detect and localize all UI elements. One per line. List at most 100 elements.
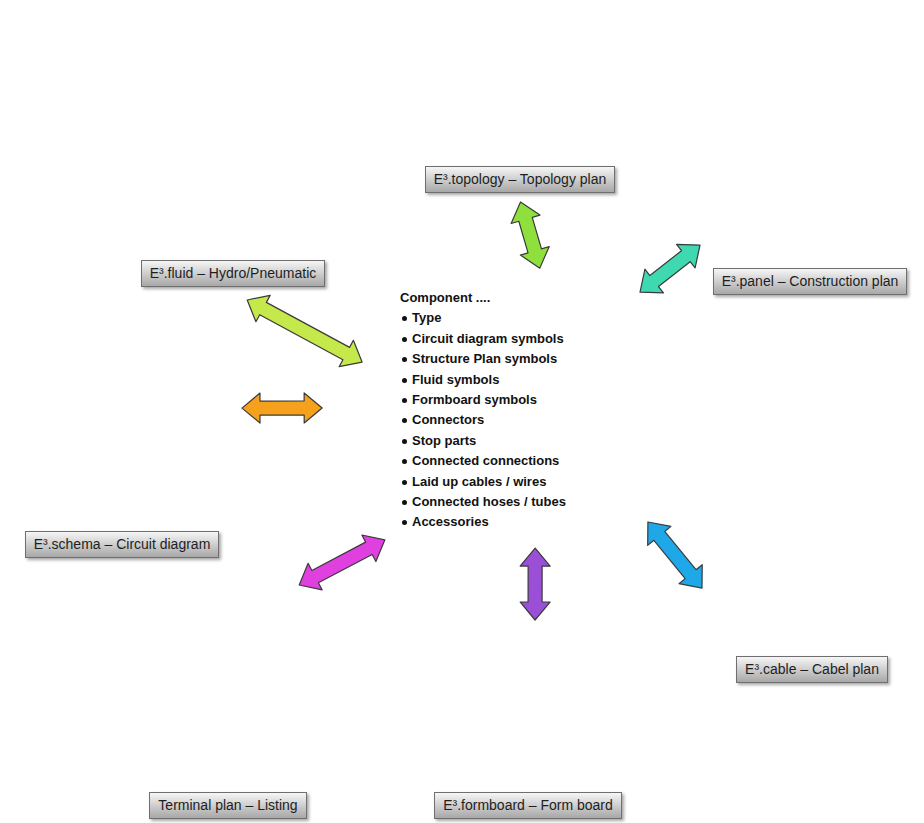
topology-thumbnail-part	[550, 39, 574, 49]
bullet-dot	[402, 459, 407, 464]
terminal-thumbnail-part	[252, 611, 280, 625]
teal-ellipse	[487, 310, 703, 430]
fluid-thumbnail-part	[195, 182, 217, 194]
component-ellipse: Component ....TypeCircuit diagram symbol…	[260, 266, 724, 570]
formboard-thumbnail-part	[421, 626, 634, 632]
list-item: Connected hoses / tubes	[400, 492, 566, 512]
cable-thumbnail-part	[857, 550, 891, 590]
topology-thumbnail-part	[555, 125, 619, 147]
list-item: Formboard symbols	[400, 390, 566, 410]
formboard-thumbnail-part	[426, 775, 629, 785]
topology-thumbnail-part	[415, 21, 424, 153]
topology-thumbnail-part	[409, 11, 632, 17]
module-panel: E³.cable – Cabel plan	[702, 458, 921, 692]
terminal-thumbnail-part	[121, 600, 334, 784]
fluid-thumbnail-part	[158, 175, 172, 189]
schema-thumbnail-part	[133, 423, 141, 431]
bullet-dot	[402, 316, 407, 321]
block-arrow	[299, 535, 385, 590]
formboard-thumbnail-part	[539, 710, 555, 718]
list-item: Structure Plan symbols	[400, 349, 566, 369]
panel-thumbnail-part	[717, 113, 801, 249]
topology-thumbnail-part	[561, 127, 613, 145]
panel-thumbnail-part	[815, 119, 907, 247]
label-holder: Terminal plan – Listing	[149, 792, 306, 819]
panel-thumbnail-part	[849, 141, 857, 159]
label-holder: E³.panel – Construction plan	[713, 268, 908, 295]
panel-thumbnail-part	[725, 127, 793, 241]
schema-thumbnail-part	[16, 502, 229, 520]
fluid-thumbnail-part	[249, 160, 261, 170]
panel-thumbnail-part	[825, 141, 833, 159]
formboard-thumbnail-part	[487, 662, 547, 710]
bullet-dot	[402, 520, 407, 525]
formboard-thumbnail	[417, 622, 638, 788]
terminal-thumbnail-part	[130, 635, 326, 775]
bullet-dot	[402, 480, 407, 485]
terminal-thumbnail-part	[212, 661, 220, 664]
label-holder: E³.fluid – Hydro/Pneumatic	[141, 260, 326, 287]
topology-thumbnail-part	[491, 102, 589, 132]
fluid-thumbnail	[115, 62, 325, 257]
terminal-thumbnail-part	[112, 587, 343, 787]
topology-thumbnail-part	[545, 33, 579, 99]
lime-ellipse	[335, 272, 585, 392]
formboard-thumbnail-part	[447, 722, 507, 726]
hub-outline	[262, 268, 722, 568]
label-holder: E³.schema – Circuit diagram	[25, 531, 220, 558]
cable-thumbnail-part	[707, 460, 917, 648]
terminal-thumbnail-part	[116, 591, 339, 597]
module-panel: E³.fluid – Hydro/Pneumatic	[113, 60, 333, 300]
module-label: E³.schema – Circuit diagram	[25, 531, 220, 558]
cable-thumbnail-part	[739, 500, 857, 620]
cable-thumbnail-part	[716, 630, 908, 645]
formboard-thumbnail-part	[603, 674, 617, 686]
cable-thumbnail-part	[711, 464, 913, 470]
panel-thumbnail-part	[731, 145, 741, 171]
topology-thumbnail-part	[549, 69, 575, 93]
schema-thumbnail-part	[67, 341, 197, 472]
block-arrow	[648, 522, 703, 588]
fluid-thumbnail-part	[124, 240, 316, 251]
panel-thumbnail-part	[705, 97, 917, 262]
bullet-dot	[402, 439, 407, 444]
terminal-thumbnail-part	[130, 647, 326, 701]
panel-thumbnail-part	[837, 141, 845, 159]
list-heading: Component ....	[400, 288, 566, 308]
topology-thumbnail-part	[414, 20, 627, 154]
bullet-dot	[402, 357, 407, 362]
cable-thumbnail	[707, 460, 917, 648]
block-arrow	[242, 393, 322, 423]
list-item: Connected connections	[400, 451, 566, 471]
panel-thumbnail	[705, 97, 917, 262]
module-label: E³.fluid – Hydro/Pneumatic	[141, 260, 326, 287]
panel-thumbnail-part	[875, 193, 895, 211]
module-label: E³.formboard – Form board	[434, 792, 622, 819]
module-panel: E³.topology – Topology plan	[403, 5, 638, 202]
fluid-thumbnail-part	[124, 75, 316, 251]
module-panel: E³.formboard – Form board	[413, 620, 642, 820]
schema-thumbnail-part	[16, 310, 229, 520]
fluid-thumbnail-part	[115, 62, 325, 257]
block-arrow	[247, 295, 362, 366]
topology-thumbnail-part	[424, 144, 544, 152]
component-list: Component ....TypeCircuit diagram symbol…	[400, 288, 566, 533]
schema-thumbnail-part	[157, 423, 165, 431]
label-holder: E³.cable – Cabel plan	[736, 656, 888, 683]
schema-thumbnail-part	[11, 301, 234, 307]
panel-thumbnail-part	[709, 101, 913, 107]
list-item: Connectors	[400, 410, 566, 430]
panel-thumbnail-part	[855, 167, 865, 185]
topology-thumbnail-part	[457, 33, 491, 99]
list-item: Accessories	[400, 512, 566, 532]
label-holder: E³.formboard – Form board	[434, 792, 622, 819]
panel-thumbnail-part	[731, 215, 787, 235]
panel-thumbnail-part	[753, 187, 783, 209]
schema-thumbnail-part	[175, 505, 223, 517]
block-arrow	[511, 202, 549, 268]
bullet-dot	[402, 500, 407, 505]
list-item: Circuit diagram symbols	[400, 329, 566, 349]
formboard-thumbnail-part	[537, 740, 623, 772]
schema-thumbnail-part	[58, 438, 76, 456]
panel-thumbnail-part	[804, 163, 812, 171]
